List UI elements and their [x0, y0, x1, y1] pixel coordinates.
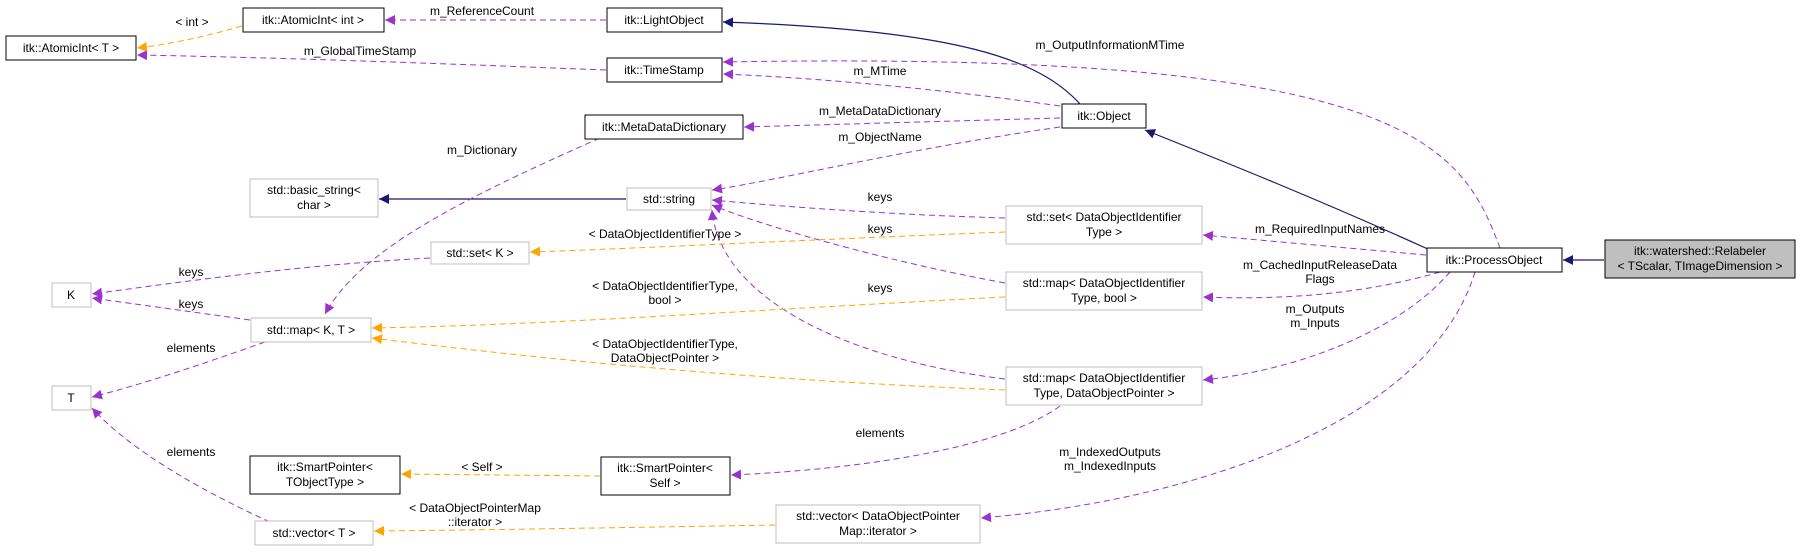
svg-text:itk::MetaDataDictionary: itk::MetaDataDictionary: [602, 120, 726, 134]
edge-processobject-timestamp: [722, 56, 1501, 249]
edge-mapptr-string: [707, 209, 1006, 380]
edge-vectordopm-vectort-template: [373, 524, 776, 536]
edge-mapbool-mapkt-template: [371, 296, 1006, 333]
label-doid-type: < DataObjectIdentifierType >: [589, 227, 742, 241]
svg-text:std::string: std::string: [643, 192, 695, 206]
svg-text:std::vector< T >: std::vector< T >: [273, 526, 356, 540]
node-atomic-int-t[interactable]: itk::AtomicInt< T >: [5, 35, 137, 61]
svg-text:std::map< DataObjectIdentifier: std::map< DataObjectIdentifierType, Data…: [1023, 371, 1185, 400]
node-k[interactable]: K: [51, 282, 92, 308]
node-basic-string[interactable]: std::basic_string<char >: [249, 178, 379, 218]
label-output-information-mtime: m_OutputInformationMTime: [1036, 38, 1185, 52]
node-t[interactable]: T: [51, 385, 92, 411]
label-object-name: m_ObjectName: [838, 130, 922, 144]
edge-object-timestamp: [722, 69, 1061, 107]
node-std-string[interactable]: std::string: [626, 187, 712, 211]
svg-text:itk::LightObject: itk::LightObject: [624, 13, 704, 27]
label-mtime: m_MTime: [854, 64, 907, 78]
edge-object-to-lightobject: [722, 17, 1081, 105]
label-dopm-iterator: < DataObjectPointerMap::iterator >: [409, 501, 541, 529]
node-light-object[interactable]: itk::LightObject: [606, 7, 723, 33]
node-atomic-int-int[interactable]: itk::AtomicInt< int >: [242, 7, 385, 33]
edge-processobject-mapptr: [1202, 271, 1451, 384]
label-elements-map-kt: elements: [167, 341, 216, 355]
node-vector-t[interactable]: std::vector< T >: [254, 520, 374, 546]
edge-mapptr-smartpointer-self: [730, 405, 1061, 480]
svg-text:itk::AtomicInt< int >: itk::AtomicInt< int >: [262, 13, 364, 27]
edge-vectort-t: [91, 407, 271, 523]
label-dictionary: m_Dictionary: [447, 143, 517, 157]
edge-mapkt-k: [91, 294, 251, 321]
edge-processobject-to-object: [1144, 129, 1431, 251]
label-meta-data-dictionary: m_MetaDataDictionary: [819, 104, 941, 118]
svg-text:itk::Object: itk::Object: [1077, 109, 1131, 123]
edge-processobject-mapbool: [1202, 271, 1441, 303]
svg-text:itk::ProcessObject: itk::ProcessObject: [1446, 253, 1543, 267]
label-keys-map-bool: keys: [868, 222, 893, 236]
edge-atomicint-int-template: [136, 25, 243, 52]
edge-timestamp-atomicint-t: [136, 50, 607, 71]
edge-processobject-setdoid: [1202, 230, 1427, 256]
node-smart-pointer-self[interactable]: itk::SmartPointer<Self >: [600, 456, 731, 496]
edge-mapptr-mapkt-template: [371, 334, 1006, 391]
svg-text:itk::watershed::Relabeler< TSc: itk::watershed::Relabeler< TScalar, TIma…: [1618, 244, 1783, 273]
edge-setdoid-string: [711, 195, 1006, 219]
svg-text:std::basic_string<char >: std::basic_string<char >: [267, 183, 361, 212]
svg-text:std::vector< DataObjectPointer: std::vector< DataObjectPointerMap::itera…: [796, 509, 960, 538]
edge-object-string: [711, 126, 1061, 194]
svg-text:std::set< K >: std::set< K >: [446, 246, 513, 260]
label-reference-count: m_ReferenceCount: [430, 4, 535, 18]
node-object[interactable]: itk::Object: [1061, 103, 1147, 129]
label-elements-vector-t: elements: [167, 445, 216, 459]
label-keys-map-ptr: keys: [868, 281, 893, 295]
node-smart-pointer-tobjecttype[interactable]: itk::SmartPointer<TObjectType >: [249, 455, 401, 495]
label-int: < int >: [175, 15, 208, 29]
svg-text:itk::SmartPointer<Self >: itk::SmartPointer<Self >: [617, 461, 713, 490]
svg-text:std::map< DataObjectIdentifier: std::map< DataObjectIdentifierType, bool…: [1023, 276, 1185, 305]
label-doid-bool: < DataObjectIdentifierType,bool >: [592, 279, 738, 307]
label-global-time-stamp: m_GlobalTimeStamp: [304, 44, 417, 58]
label-keys-map-kt: keys: [179, 297, 204, 311]
label-elements-smart: elements: [856, 426, 905, 440]
svg-text:T: T: [67, 391, 75, 405]
edge-setk-k: [91, 257, 431, 298]
node-process-object[interactable]: itk::ProcessObject: [1426, 247, 1563, 273]
node-time-stamp[interactable]: itk::TimeStamp: [606, 57, 723, 83]
edge-setdoid-setk-template: [529, 231, 1006, 257]
node-std-set-k[interactable]: std::set< K >: [430, 241, 530, 265]
svg-text:std::map< K, T >: std::map< K, T >: [267, 323, 355, 337]
edge-object-metadatadictionary: [743, 117, 1061, 132]
svg-text:K: K: [67, 288, 75, 302]
node-meta-data-dictionary[interactable]: itk::MetaDataDictionary: [584, 114, 744, 140]
svg-text:itk::SmartPointer<TObjectType: itk::SmartPointer<TObjectType >: [277, 460, 373, 489]
edge-processobject-vectordopm: [980, 271, 1476, 523]
label-required-input-names: m_RequiredInputNames: [1255, 222, 1385, 236]
svg-text:std::set< DataObjectIdentifier: std::set< DataObjectIdentifierType >: [1026, 210, 1181, 239]
label-doid-ptr: < DataObjectIdentifierType,DataObjectPoi…: [592, 337, 738, 365]
label-keys-set-doid: keys: [868, 190, 893, 204]
edge-mapkt-t: [91, 341, 266, 400]
node-std-map-kt[interactable]: std::map< K, T >: [250, 317, 372, 343]
label-keys-set-k: keys: [179, 265, 204, 279]
edge-metadatadictionary-map: [324, 137, 601, 315]
svg-text:itk::TimeStamp: itk::TimeStamp: [624, 63, 704, 77]
node-relabeler[interactable]: itk::watershed::Relabeler< TScalar, TIma…: [1604, 239, 1796, 279]
edge-smartpointer-self-template: [400, 469, 601, 480]
label-self: < Self >: [461, 460, 502, 474]
svg-text:itk::AtomicInt< T >: itk::AtomicInt< T >: [23, 41, 119, 55]
